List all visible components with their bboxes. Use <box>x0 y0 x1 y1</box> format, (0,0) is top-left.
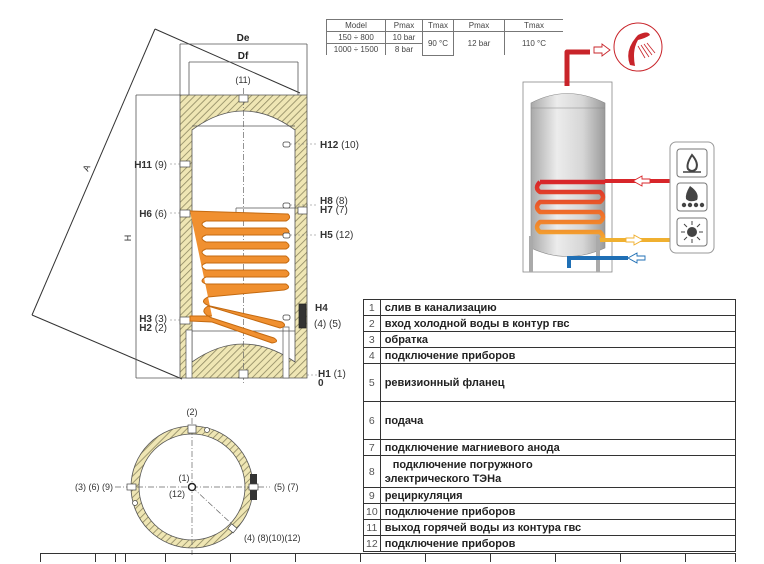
spec-tmax-coil: 110 °C <box>504 31 563 55</box>
dim-Df-label: Df <box>238 51 249 62</box>
label-H8: H8 (8) <box>320 196 348 207</box>
dim-De-label: De <box>237 33 250 44</box>
plan-label-diag: (4) (8)(10)(12) <box>244 533 301 543</box>
legend-text: вход холодной воды в контур гвс <box>379 315 737 332</box>
plan-label-right: (5) (7) <box>274 482 299 492</box>
heat-source-panel <box>669 141 715 254</box>
spec-model: 150 ÷ 800 <box>326 31 386 44</box>
spec-tmax-tank: 90 °C <box>422 31 454 56</box>
legend-text: ревизионный фланец <box>379 363 737 402</box>
spec-header-pmax-tank: Pmax <box>385 19 423 32</box>
label-H4: H4 <box>315 303 328 314</box>
solar-icon <box>676 217 708 247</box>
heating-schematic <box>522 43 670 273</box>
label-H1: H1 (1) <box>318 369 346 380</box>
dim-H-label: H <box>123 235 133 242</box>
top-connection-label: (11) <box>235 75 250 85</box>
bottom-table-edge <box>40 553 736 564</box>
label-H7: H7 (7) <box>320 205 348 216</box>
plan-label-center-bottom: (12) <box>169 489 185 499</box>
spec-header-model: Model <box>326 19 386 32</box>
dim-A-label: A <box>81 163 93 173</box>
spec-pmax: 10 bar <box>385 31 423 44</box>
supply-arrow <box>624 175 640 181</box>
label-H2: H2 (2) <box>139 323 167 334</box>
gas-flame-icon <box>676 148 708 178</box>
label-H11: H11 (9) <box>134 160 167 171</box>
plan-view <box>115 418 270 555</box>
label-zero: 0 <box>318 378 324 389</box>
legend-text: выход горячей воды из контура гвс <box>379 519 737 536</box>
plan-label-left: (3) (6) (9) <box>75 482 113 492</box>
legend-text: слив в канализацию <box>379 299 737 316</box>
hot-out-arrow <box>593 43 611 57</box>
heat-exchanger-coil <box>189 210 291 344</box>
legend-text: подключение приборов <box>379 503 737 520</box>
spec-pmax-coil: 12 bar <box>453 31 505 55</box>
spec-header-tmax-coil: Tmax <box>504 19 563 32</box>
spec-pmax: 8 bar <box>385 43 423 55</box>
spec-header-pmax-coil: Pmax <box>453 19 505 32</box>
spec-model: 1000 ÷ 1500 <box>326 43 386 55</box>
legend-text: подключение магниевого анода <box>379 439 737 456</box>
plan-label-top: (2) <box>187 407 198 417</box>
solid-fuel-icon <box>676 182 708 212</box>
legend-text: подключение приборов <box>379 535 737 552</box>
label-H5: H5 (12) <box>320 230 353 241</box>
tank-shell <box>179 88 308 385</box>
label-H4-nums: (4) (5) <box>314 319 341 330</box>
spec-table: Model Pmax Tmax Pmax Tmax 150 ÷ 800 10 b… <box>326 19 563 56</box>
port-symbols <box>282 141 291 321</box>
label-H3: H3 (3) <box>139 314 167 325</box>
legend-text: рециркуляция <box>379 487 737 504</box>
label-H12: H12 (10) <box>320 140 359 151</box>
dimension-A <box>31 28 301 380</box>
plan-label-center-top: (1) <box>179 473 190 483</box>
legend-text: подача <box>379 401 737 440</box>
legend-text: подключение приборов <box>379 347 737 364</box>
legend-text: обратка <box>379 331 737 348</box>
label-H6: H6 (6) <box>139 209 167 220</box>
shower-icon <box>613 22 663 72</box>
spec-header-tmax-tank: Tmax <box>422 19 454 32</box>
